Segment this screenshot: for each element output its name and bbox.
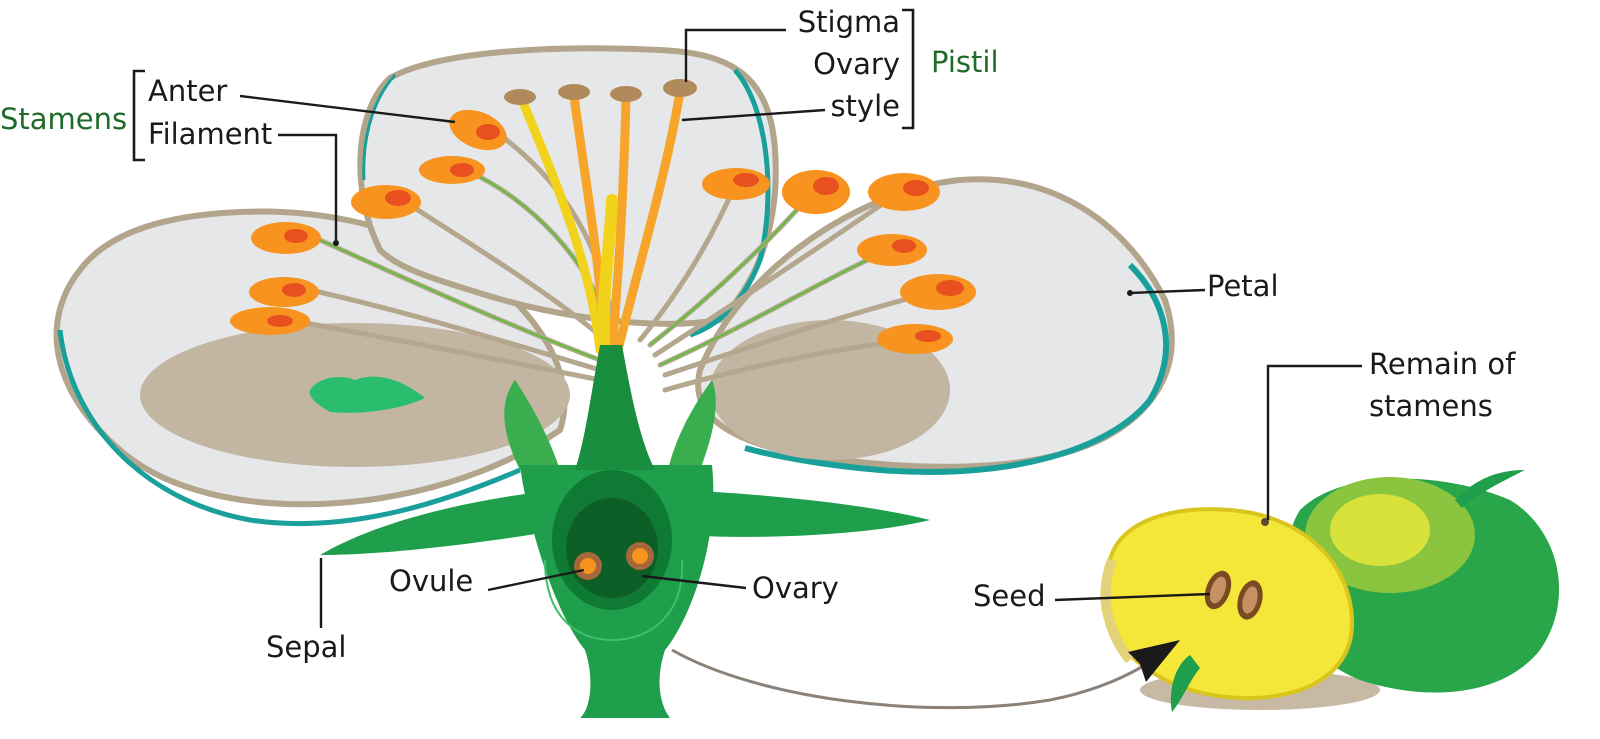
anther bbox=[868, 173, 940, 211]
arrow-curve bbox=[671, 648, 1146, 710]
petals bbox=[53, 45, 1175, 527]
leader-filament bbox=[278, 133, 338, 243]
leader-stigma bbox=[684, 28, 786, 82]
filament bbox=[407, 202, 608, 343]
petal-top-rim-left bbox=[362, 73, 397, 181]
sepal-right bbox=[680, 490, 930, 537]
label-stigma: Stigma bbox=[798, 5, 900, 39]
fruit-stem bbox=[1455, 470, 1525, 508]
leader-lines bbox=[132, 8, 1362, 628]
label-filament: Filament bbox=[148, 117, 272, 151]
label-stamens: Stamens bbox=[0, 102, 127, 136]
filament bbox=[307, 287, 603, 373]
label-ovule: Ovule bbox=[389, 564, 473, 598]
stigma-cap bbox=[558, 84, 590, 100]
fruit-whole-highlight bbox=[1330, 494, 1430, 566]
petal-right-rim bbox=[744, 262, 1170, 475]
label-ovary-top: Ovary bbox=[813, 47, 900, 81]
petal-left-green-spot bbox=[309, 376, 425, 413]
label-petal: Petal bbox=[1207, 269, 1279, 303]
stigma-cap bbox=[610, 86, 642, 102]
stigma-cap bbox=[504, 89, 536, 105]
sepal-top-right bbox=[668, 380, 716, 470]
ovary-outline bbox=[544, 559, 684, 642]
leader-ovary-bottom bbox=[641, 574, 747, 590]
leader-ovule bbox=[487, 568, 585, 592]
style bbox=[613, 87, 685, 355]
bracket-stamens bbox=[132, 69, 145, 162]
sepal-left bbox=[320, 490, 560, 555]
style-core bbox=[597, 194, 618, 366]
arrow-head bbox=[1128, 640, 1180, 682]
anther-highlights bbox=[267, 124, 964, 342]
label-remain-of: Remain of bbox=[1369, 347, 1516, 381]
sepals bbox=[320, 380, 930, 555]
style bbox=[517, 95, 605, 355]
ovules bbox=[574, 542, 654, 580]
label-ovary-bottom: Ovary bbox=[752, 571, 839, 605]
label-seed: Seed bbox=[973, 579, 1046, 613]
petal-left-rim bbox=[57, 329, 521, 527]
petal-right-shadow bbox=[710, 320, 950, 460]
label-pistil: Pistil bbox=[931, 45, 999, 79]
styles bbox=[517, 87, 685, 366]
stigma-cap bbox=[663, 79, 697, 97]
leader-anter bbox=[239, 94, 456, 124]
development-arrow bbox=[671, 640, 1180, 710]
anther bbox=[351, 185, 421, 219]
fruit-half-edge bbox=[1100, 558, 1134, 664]
label-sepal: Sepal bbox=[266, 630, 347, 664]
style-base bbox=[575, 345, 655, 470]
bracket-pistil bbox=[902, 8, 915, 130]
leader-remain bbox=[1266, 364, 1362, 520]
anther bbox=[857, 234, 927, 266]
filament bbox=[652, 189, 903, 358]
anther bbox=[877, 324, 953, 354]
fruit bbox=[1100, 470, 1560, 712]
anther bbox=[782, 170, 850, 214]
sepal-top-left bbox=[504, 380, 560, 470]
filament bbox=[297, 319, 603, 383]
leader-seed bbox=[1054, 592, 1211, 602]
label-style: style bbox=[830, 89, 900, 123]
leader-style bbox=[681, 108, 826, 122]
style bbox=[607, 93, 631, 355]
label-stamens-remain: stamens bbox=[1369, 389, 1493, 423]
stigmas bbox=[504, 79, 697, 105]
fruit-half-stem bbox=[1170, 655, 1200, 712]
labels: Stamens Anter Filament Stigma Ovary styl… bbox=[0, 5, 1516, 664]
leader-petal bbox=[1129, 288, 1206, 295]
label-anter: Anter bbox=[148, 74, 227, 108]
